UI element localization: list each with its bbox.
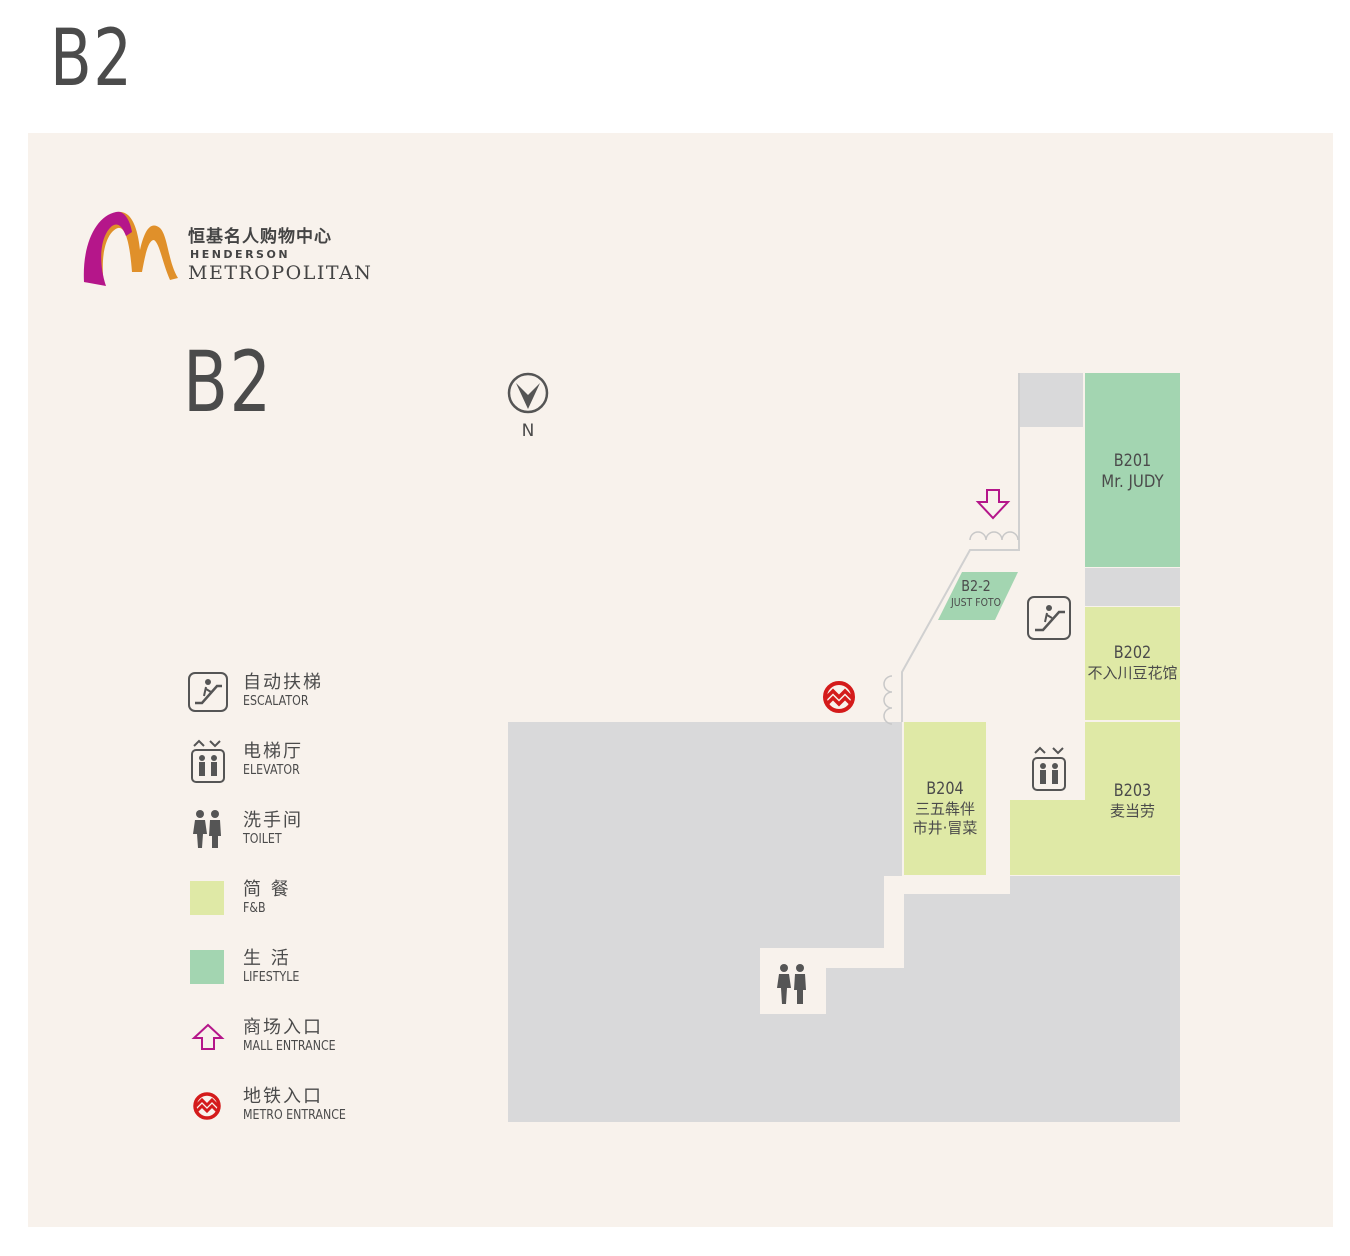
corridor-outline: [901, 373, 1020, 722]
unit-b202[interactable]: [1085, 607, 1180, 720]
unit-code: B201: [1113, 451, 1152, 471]
metro-icon: [193, 1092, 221, 1120]
floor-label: B2: [183, 333, 273, 431]
metro-icon[interactable]: [823, 681, 855, 713]
unit-name: Mr. JUDY: [1101, 472, 1164, 493]
toilet-icon: [193, 810, 221, 848]
legend-label-cn: 电梯厅: [243, 741, 303, 762]
door-arcs-left: [883, 675, 893, 725]
lifestyle-swatch: [190, 950, 224, 984]
mall-entrance-icon: [191, 1023, 225, 1050]
elevator-icon: [1032, 746, 1066, 791]
unit-b2-2-label: B2-2 JUST FOTO: [940, 577, 1012, 610]
mall-entrance-icon: [975, 489, 1011, 520]
legend-label-cn: 自动扶梯: [243, 672, 323, 693]
unit-name-2: 市井·冒菜: [912, 819, 978, 837]
legend-label-en: ESCALATOR: [243, 694, 309, 709]
legend-label-en: METRO ENTRANCE: [243, 1108, 346, 1123]
legend-label-cn: 洗手间: [243, 810, 303, 831]
north-label: N: [521, 421, 535, 441]
unit-name: JUST FOTO: [950, 595, 1002, 609]
logo-name-en-line2: METROPOLITAN: [188, 262, 373, 284]
escalator-icon: [1027, 596, 1071, 640]
unit-b2-2[interactable]: [938, 572, 1018, 620]
page-title: B2: [50, 14, 134, 104]
unit-b202-label: B202 不入川豆花馆: [1085, 643, 1180, 683]
fnb-swatch: [190, 881, 224, 915]
unit-name: 麦当劳: [1109, 802, 1155, 821]
legend-label-en: F&B: [243, 901, 266, 916]
logo-mark: [83, 211, 178, 286]
legend-label-cn: 生 活: [243, 948, 291, 969]
unit-b201-label: B201 Mr. JUDY: [1085, 451, 1180, 494]
unit-name: 不入川豆花馆: [1087, 664, 1178, 683]
elevator-icon: [191, 739, 225, 783]
door-arcs-top: [969, 531, 1019, 541]
unit-b204-label: B204 三五犇伴 市井·冒菜: [904, 779, 986, 838]
legend-label-cn: 商场入口: [243, 1017, 323, 1038]
legend-label-en: LIFESTYLE: [243, 970, 300, 985]
escalator-icon: [188, 672, 228, 712]
logo-name-cn: 恒基名人购物中心: [188, 227, 332, 247]
unit-b201[interactable]: [1085, 373, 1180, 567]
unit-b203-label: B203 麦当劳: [1085, 781, 1180, 821]
legend-label-en: MALL ENTRANCE: [243, 1039, 336, 1054]
toilet-icon: [777, 964, 806, 1004]
unit-code: B2-2: [961, 577, 991, 595]
unit-code: B204: [926, 779, 964, 799]
unit-name: 三五犇伴: [914, 800, 975, 819]
legend-label-en: ELEVATOR: [243, 763, 300, 778]
legend-label-cn: 简 餐: [243, 879, 291, 900]
legend-label-cn: 地铁入口: [243, 1086, 323, 1107]
unit-b204[interactable]: [904, 722, 986, 875]
north-indicator: N: [506, 371, 550, 441]
occupied-areas: [508, 373, 1180, 1122]
legend-label-en: TOILET: [243, 832, 282, 847]
unit-b203[interactable]: [1010, 722, 1180, 875]
unit-code: B202: [1113, 643, 1152, 663]
compass-icon: [507, 372, 549, 414]
unit-code: B203: [1113, 781, 1152, 801]
logo-name-en-line1: HENDERSON: [190, 248, 291, 261]
